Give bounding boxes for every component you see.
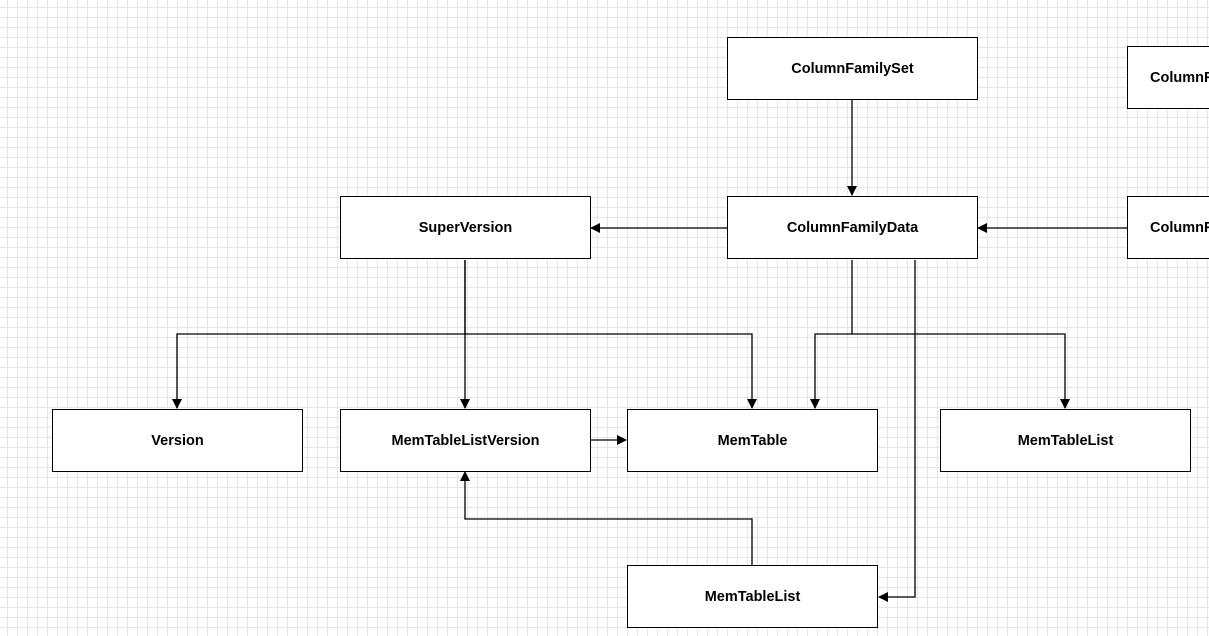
edge-superversion-to-memtable — [465, 333, 757, 409]
node-label: MemTableList — [704, 588, 801, 605]
node-label: ColumnFamilyData — [786, 219, 919, 236]
node-mem-table-list[interactable]: MemTableList — [940, 409, 1191, 472]
node-column-family-data[interactable]: ColumnFamilyData — [727, 196, 978, 259]
edge-memtablelist-bottom-to-memtablelistversion — [460, 471, 753, 565]
node-label: SuperVersion — [418, 219, 513, 236]
node-version[interactable]: Version — [52, 409, 303, 472]
node-column-family-set[interactable]: ColumnFamilySet — [727, 37, 978, 100]
node-column-family-set-clipped[interactable]: ColumnFamilySet — [1127, 46, 1209, 109]
edge-columnfamilydata-to-memtablelist-bottom — [878, 260, 916, 602]
node-super-version[interactable]: SuperVersion — [340, 196, 591, 259]
node-label: MemTableList — [1017, 432, 1114, 449]
node-label: ColumnFamilySet — [1150, 69, 1209, 86]
node-label: Version — [151, 432, 204, 449]
node-label: MemTable — [717, 432, 788, 449]
node-label: MemTableListVersion — [391, 432, 540, 449]
node-mem-table[interactable]: MemTable — [627, 409, 878, 472]
node-label: ColumnFamilyData — [1150, 219, 1209, 236]
edge-columnfamilydata-to-memtable — [810, 260, 853, 409]
node-mem-table-list-version[interactable]: MemTableListVersion — [340, 409, 591, 472]
node-label: ColumnFamilySet — [791, 60, 914, 77]
node-mem-table-list-bottom[interactable]: MemTableList — [627, 565, 878, 628]
edge-superversion-to-version — [172, 260, 466, 409]
node-column-family-data-clipped[interactable]: ColumnFamilyData — [1127, 196, 1209, 259]
edge-columnfamilydata-to-memtablelist — [852, 333, 1070, 409]
